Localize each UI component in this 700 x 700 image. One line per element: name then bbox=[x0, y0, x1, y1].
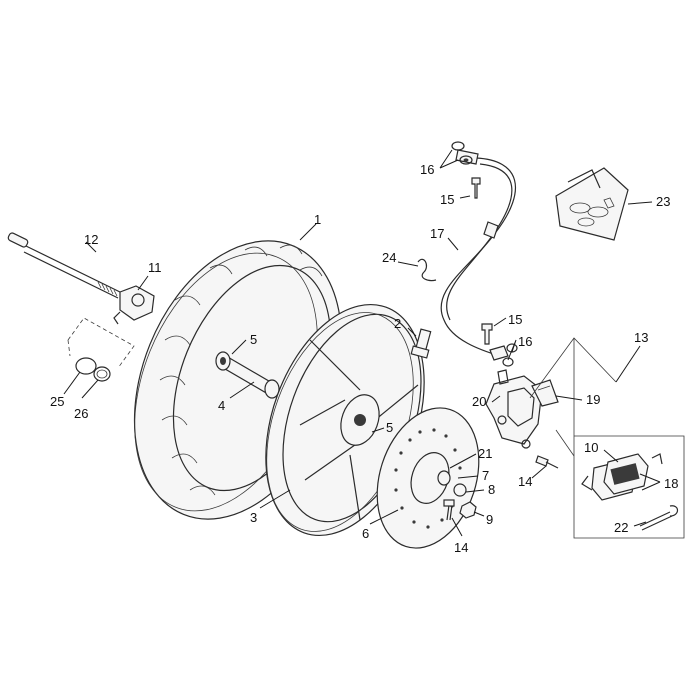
callout-21: 21 bbox=[478, 446, 492, 461]
leader-lines bbox=[63, 149, 661, 537]
brake-caliper bbox=[485, 369, 543, 449]
callout-16-top: 16 bbox=[420, 162, 434, 177]
callout-19: 19 bbox=[586, 392, 600, 407]
callout-18: 18 bbox=[664, 476, 678, 491]
callout-15-lower: 15 bbox=[508, 312, 522, 327]
callout-12: 12 bbox=[84, 232, 98, 247]
disc-fasteners bbox=[437, 470, 477, 521]
callout-4: 4 bbox=[218, 398, 225, 413]
callout-9: 9 bbox=[486, 512, 493, 527]
callout-13: 13 bbox=[634, 330, 648, 345]
callout-26: 26 bbox=[74, 406, 88, 421]
callout-7: 7 bbox=[482, 468, 489, 483]
callout-14-caliper: 14 bbox=[518, 474, 532, 489]
callout-20: 20 bbox=[472, 394, 486, 409]
callout-15-top: 15 bbox=[440, 192, 454, 207]
callout-24: 24 bbox=[382, 250, 396, 265]
brake-hose bbox=[440, 149, 517, 361]
callout-labels: 1 2 3 4 5 5 6 7 8 9 10 11 12 13 14 14 15… bbox=[50, 162, 678, 555]
callout-16-lower: 16 bbox=[518, 334, 532, 349]
pad-kit-group bbox=[529, 337, 685, 539]
speedometer-drive bbox=[113, 285, 155, 325]
callout-17: 17 bbox=[430, 226, 444, 241]
brake-pads bbox=[581, 453, 663, 501]
axle-spacer bbox=[215, 351, 280, 399]
callout-2: 2 bbox=[394, 316, 401, 331]
banjo-washers-top bbox=[451, 141, 481, 199]
callout-8: 8 bbox=[488, 482, 495, 497]
callout-23: 23 bbox=[656, 194, 670, 209]
callout-25: 25 bbox=[50, 394, 64, 409]
brake-disc bbox=[376, 407, 480, 549]
callout-1: 1 bbox=[314, 212, 321, 227]
axle-shaft bbox=[7, 232, 121, 299]
caliper-bolt bbox=[410, 328, 432, 359]
pad-pin-clip bbox=[639, 505, 679, 531]
callout-5-bearing-left: 5 bbox=[250, 332, 257, 347]
callout-11: 11 bbox=[148, 260, 162, 275]
callout-10: 10 bbox=[584, 440, 598, 455]
callout-3: 3 bbox=[250, 510, 257, 525]
caliper-bolt-14 bbox=[535, 455, 559, 469]
callout-5-bearing-right: 5 bbox=[386, 420, 393, 435]
seal-ring-bracket bbox=[67, 317, 135, 382]
sticker-pack bbox=[555, 167, 629, 241]
hose-clip bbox=[417, 258, 437, 282]
callout-14-disc: 14 bbox=[454, 540, 468, 555]
callout-6: 6 bbox=[362, 526, 369, 541]
banjo-bolt-lower bbox=[481, 323, 518, 367]
callout-22: 22 bbox=[614, 520, 628, 535]
